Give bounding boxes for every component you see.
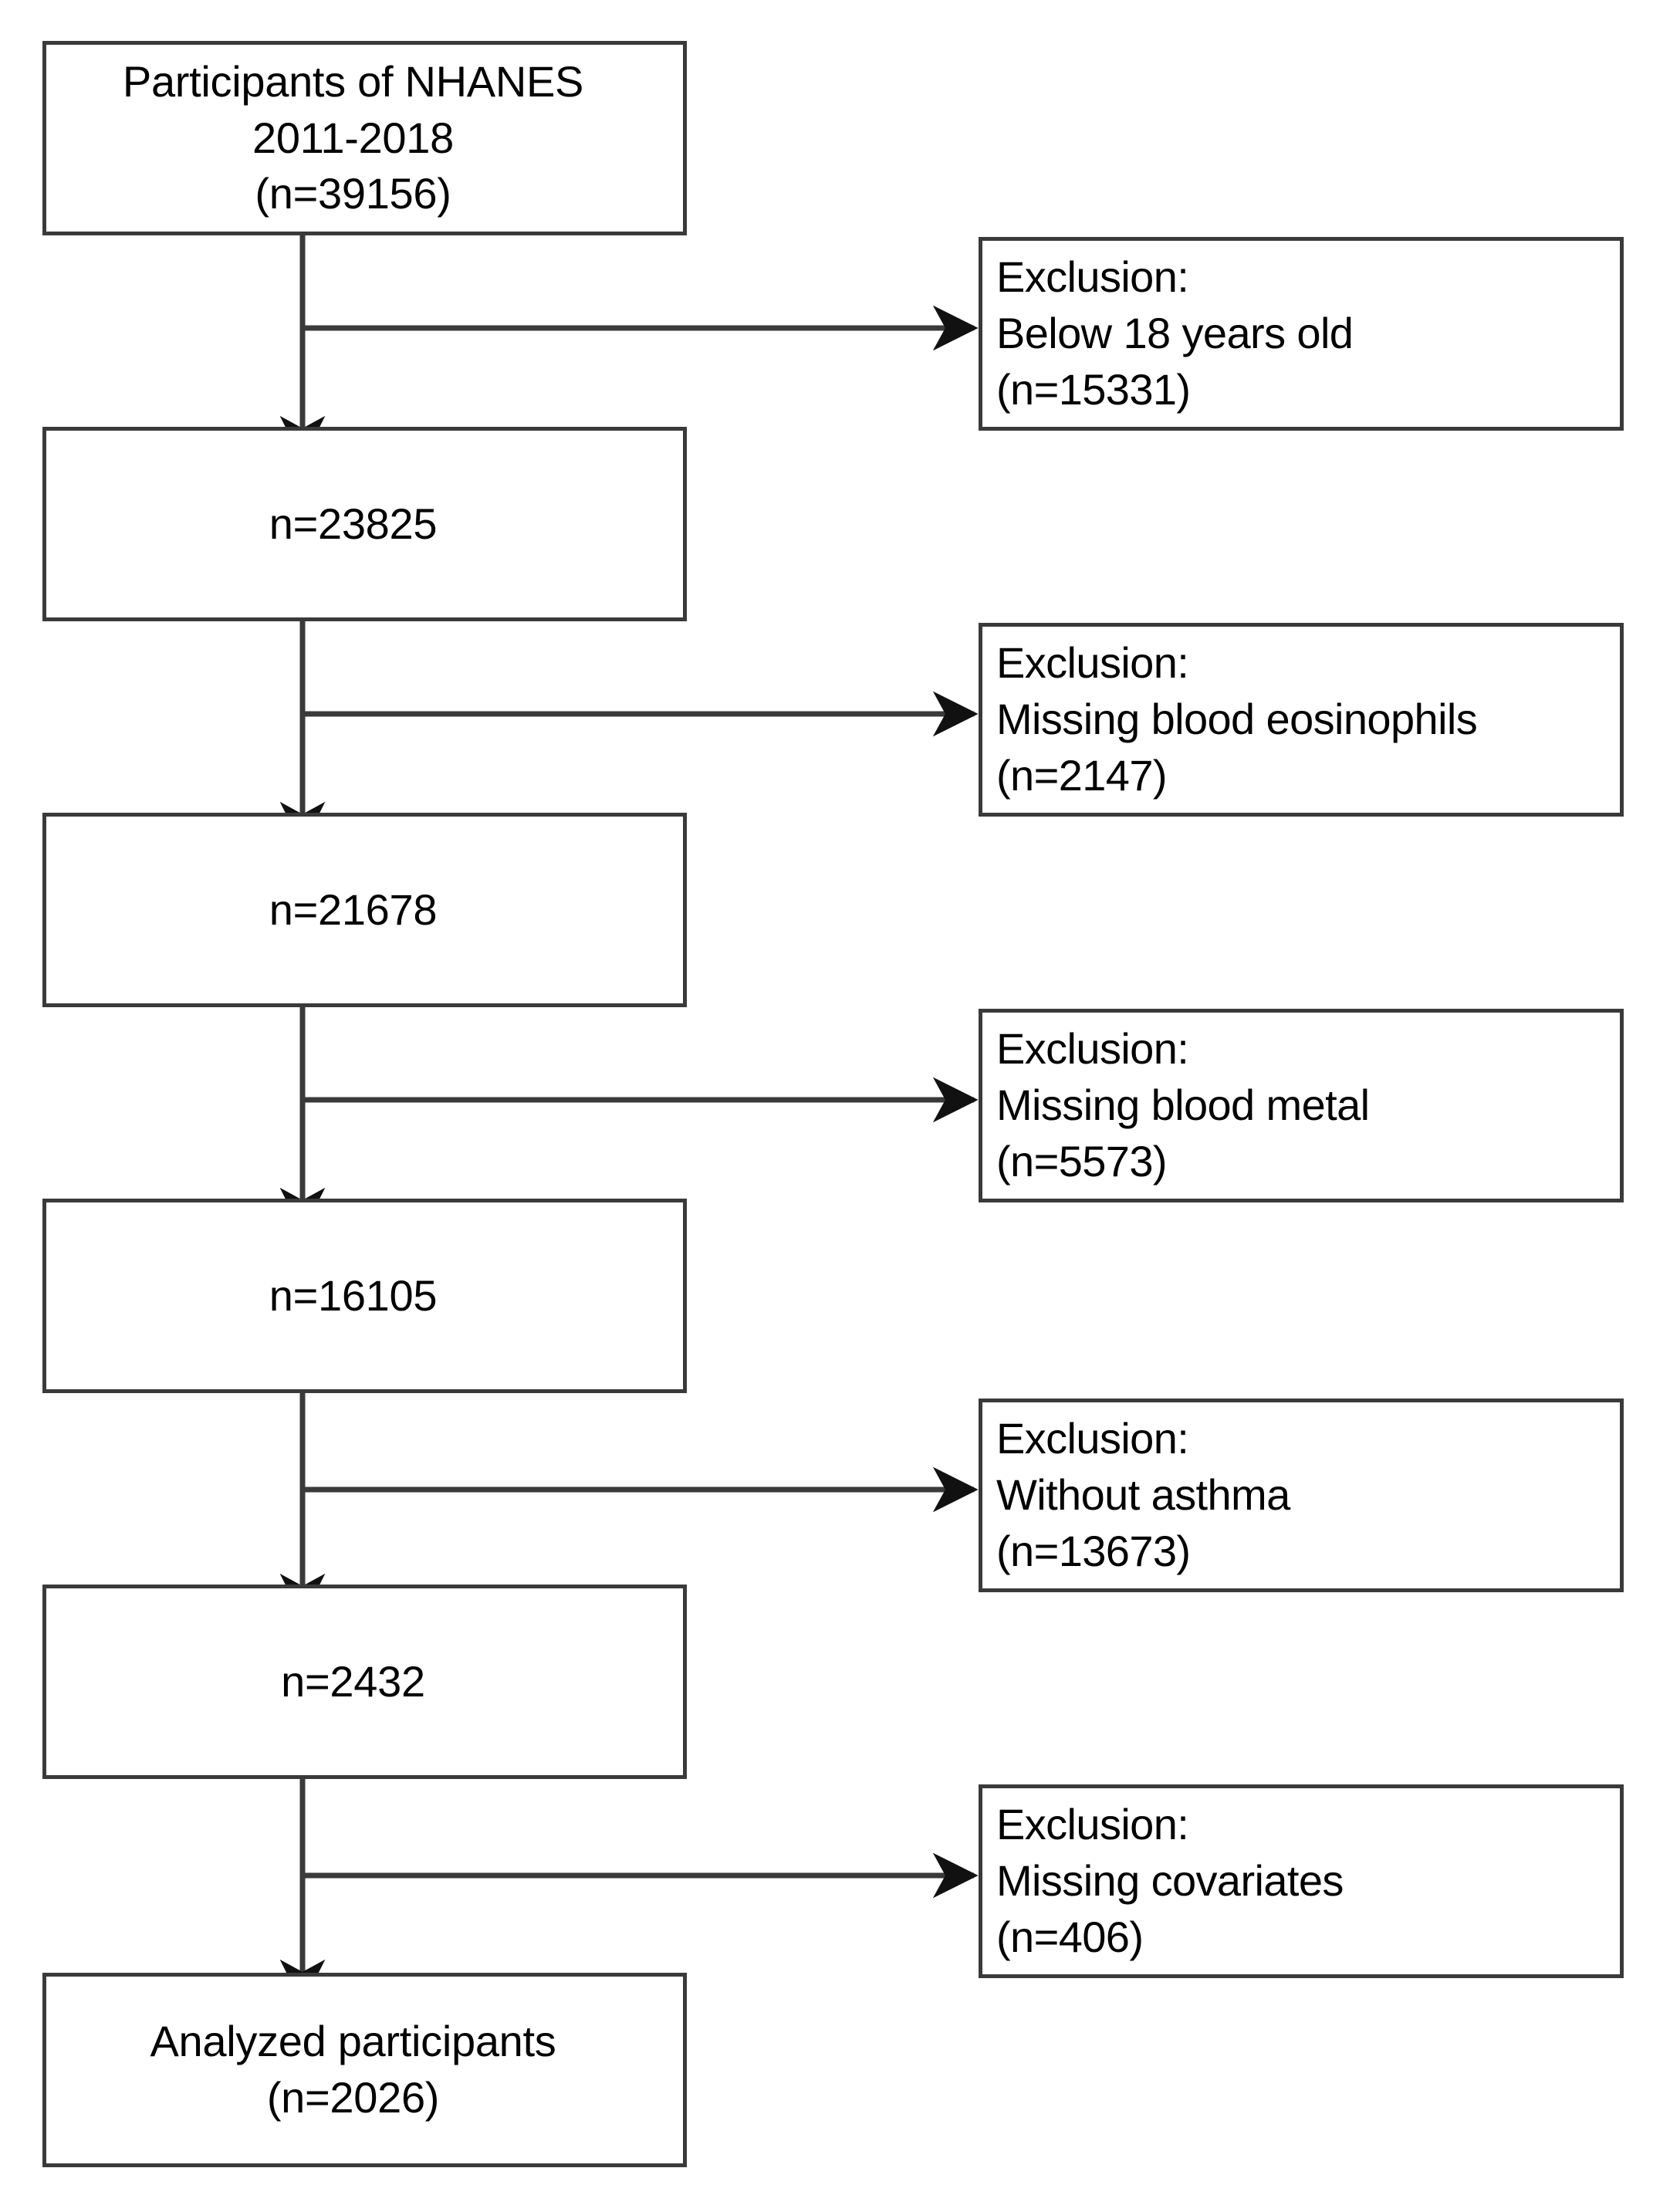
node-line: (n=39156) — [255, 169, 451, 218]
node-line: Missing blood eosinophils — [996, 695, 1478, 744]
node-exclusion-asthma: Exclusion: Without asthma (n=13673) — [979, 1399, 1624, 1592]
node-line: (n=2147) — [996, 750, 1168, 800]
node-line: Missing blood metal — [996, 1081, 1370, 1130]
node-line: n=16105 — [269, 1270, 438, 1320]
node-source-population: Participants of NHANES 2011-2018 (n=3915… — [42, 41, 687, 235]
node-line: Analyzed participants — [150, 2017, 556, 2066]
node-line: Below 18 years old — [996, 309, 1354, 358]
node-analyzed-participants: Analyzed participants (n=2026) — [42, 1973, 687, 2167]
node-line: n=2432 — [281, 1656, 425, 1706]
node-line: (n=2026) — [266, 2073, 440, 2122]
node-line: (n=15331) — [996, 364, 1191, 414]
node-line: Exclusion: — [996, 638, 1189, 688]
node-exclusion-eosinophils: Exclusion: Missing blood eosinophils (n=… — [979, 623, 1624, 817]
node-after-asthma-exclusion: n=2432 — [42, 1585, 687, 1779]
node-line: Exclusion: — [996, 1024, 1189, 1074]
node-after-eosinophils-exclusion: n=21678 — [42, 813, 687, 1007]
node-line: Exclusion: — [996, 1800, 1189, 1849]
node-exclusion-covariates: Exclusion: Missing covariates (n=406) — [979, 1784, 1624, 1978]
node-after-age-exclusion: n=23825 — [42, 427, 687, 621]
node-line: Exclusion: — [996, 1414, 1189, 1463]
node-line: n=23825 — [269, 499, 438, 548]
node-exclusion-blood-metal: Exclusion: Missing blood metal (n=5573) — [979, 1009, 1624, 1202]
node-line: Without asthma — [996, 1470, 1290, 1520]
node-line: Participants of NHANES — [122, 56, 584, 106]
node-exclusion-age: Exclusion: Below 18 years old (n=15331) — [979, 237, 1624, 431]
node-line: Exclusion: — [996, 252, 1189, 302]
node-line: Missing covariates — [996, 1856, 1344, 1906]
node-line: (n=406) — [996, 1912, 1144, 1961]
node-line: n=21678 — [269, 884, 438, 934]
node-line: 2011-2018 — [252, 113, 454, 162]
node-line: (n=5573) — [996, 1136, 1168, 1185]
node-after-blood-metal-exclusion: n=16105 — [42, 1199, 687, 1393]
node-line: (n=13673) — [996, 1526, 1191, 1575]
